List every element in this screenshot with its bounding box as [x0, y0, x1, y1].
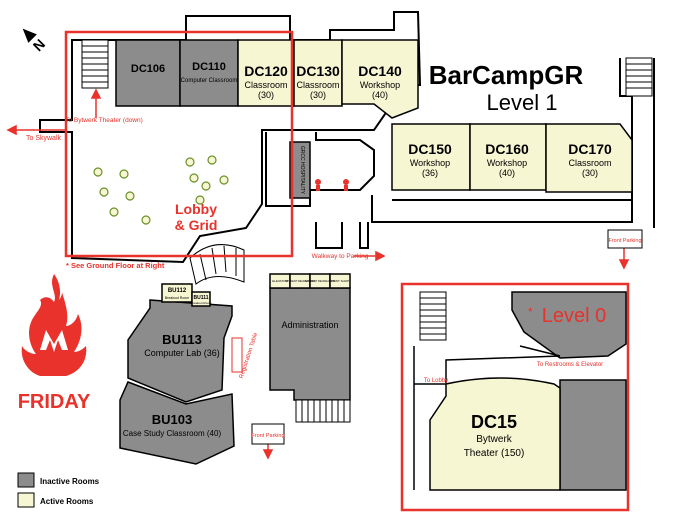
bu111-sub: Breakout Room [191, 301, 212, 305]
front-parking-left-label: Front Parking [251, 433, 284, 439]
small-room-2-label: STUDENT RECREATION [285, 279, 315, 283]
dc120-cap: (30) [258, 90, 274, 100]
dc130-label: DC130 [296, 63, 340, 79]
bu103-sub: Case Study Classroom (40) [123, 429, 222, 438]
dc160-cap: (40) [499, 168, 515, 178]
walkway-outline [315, 222, 369, 249]
lobby-highlight [64, 30, 294, 258]
level-title: Level 1 [487, 90, 558, 115]
room-bu103 [119, 381, 235, 465]
level0-star: * [528, 305, 533, 319]
room-dc150 [391, 123, 471, 191]
room-dc160 [469, 123, 547, 191]
room-bu113 [127, 299, 233, 403]
dc110-sub: Computer Classroom [181, 78, 238, 84]
bu113-sub: Computer Lab (36) [144, 348, 220, 358]
small-room-4-label: PRINT SHOP [331, 279, 349, 283]
room-dc170 [545, 123, 633, 193]
front-parking-right-label: Front Parking [608, 238, 641, 244]
legend-label-inactive: Inactive Rooms [40, 477, 100, 486]
dc170-label: DC170 [568, 141, 612, 157]
ground-floor-note: * See Ground Floor at Right [66, 261, 165, 270]
east-corridor [371, 195, 655, 228]
bu113-label: BU113 [162, 332, 202, 347]
dc160-sub: Workshop [487, 158, 527, 168]
walkway-label: Walkway to Parking [312, 253, 369, 260]
dc120-label: DC120 [244, 63, 288, 79]
bu103-label: BU103 [152, 412, 192, 427]
dc140-cap: (40) [372, 90, 388, 100]
dc150-cap: (36) [422, 168, 438, 178]
legend: Inactive Rooms Active Rooms [17, 472, 100, 508]
fire-logo-icon [21, 274, 87, 376]
level0-side-area [559, 379, 627, 491]
dc130-sub: Classroom [296, 80, 339, 90]
level0-panel [400, 282, 630, 512]
room-hospitality [289, 141, 311, 199]
lobby-title-1: Lobby [175, 201, 217, 217]
room-dc120 [237, 39, 295, 107]
room-bu111 [191, 291, 211, 307]
level0-dark-area [511, 291, 627, 359]
front-parking-box-right [607, 229, 643, 249]
to-bytwerk-label: To Bytwerk Theater (down) [65, 117, 143, 124]
dc170-cap: (30) [582, 168, 598, 178]
dc130-cap: (30) [310, 90, 326, 100]
room-administration [269, 287, 351, 401]
room-dc130 [293, 39, 343, 107]
dc15-sub: Bytwerk [476, 434, 513, 445]
to-restrooms-label: To Restrooms & Elevator [537, 362, 603, 368]
dc106-label: DC106 [131, 63, 165, 75]
room-dc110 [179, 39, 239, 107]
front-parking-box-left [251, 423, 285, 445]
small-room-3-label: STUDENT RECREATION [305, 279, 335, 283]
to-lobby-label: To Lobby [424, 378, 448, 384]
legend-swatch-active [17, 492, 35, 508]
dc15-label: DC15 [471, 412, 517, 432]
bu113-sub-text: Computer Lab (36) [144, 348, 220, 358]
to-bytwerk-text: To Bytwerk Theater (down) [65, 117, 143, 124]
restroom-icons [315, 179, 349, 191]
stairs [81, 39, 653, 423]
dc160-label: DC160 [485, 141, 529, 157]
dc150-label: DC150 [408, 141, 452, 157]
event-day-label: FRIDAY [18, 391, 91, 413]
registration-table [231, 337, 243, 373]
hospitality-label: GRCC HOSPITALITY [299, 146, 305, 195]
center-block [265, 132, 375, 207]
bu111-label: BU111 [193, 295, 208, 301]
to-skywalk-label: To Skywalk [26, 135, 62, 142]
lobby-title-2: & Grid [175, 217, 218, 233]
dc140-sub: Workshop [360, 80, 400, 90]
dc170-sub: Classroom [568, 158, 611, 168]
legend-swatch-inactive [17, 472, 35, 488]
dc15-cap: Theater (150) [464, 448, 525, 459]
level0-title: Level 0 [542, 305, 607, 327]
dc110-label: DC110 [192, 61, 226, 73]
bu103-sub-text: Case Study Classroom (40) [123, 429, 222, 438]
room-dc15 [429, 377, 561, 491]
admin-label: Administration [281, 320, 338, 330]
bu112-sub: Breakout Room [165, 296, 189, 300]
arrows [6, 88, 630, 460]
small-room-4 [329, 273, 351, 289]
dc150-sub: Workshop [410, 158, 450, 168]
north-arrow-icon: N [22, 28, 48, 54]
legend-label-active: Active Rooms [40, 497, 94, 506]
dc120-sub: Classroom [244, 80, 287, 90]
small-room-1-label: ELEVATOR [272, 279, 288, 283]
room-dc140 [341, 39, 419, 119]
bu112-label: BU112 [168, 288, 187, 294]
lobby-tables [93, 155, 229, 225]
map-title: BarCampGR [429, 60, 584, 90]
dc140-label: DC140 [358, 63, 402, 79]
